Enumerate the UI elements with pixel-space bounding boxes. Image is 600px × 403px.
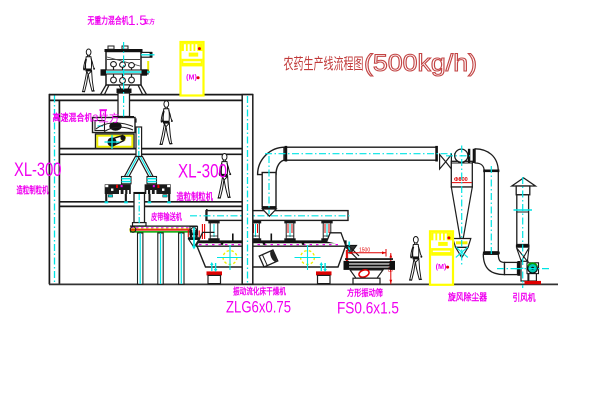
svg-text:高速混合机: 高速混合机 (53, 112, 93, 124)
svg-text:旋风除尘器: 旋风除尘器 (447, 292, 487, 304)
svg-text:XL-300: XL-300 (14, 160, 62, 181)
svg-text:造粒制粒机: 造粒制粒机 (17, 185, 49, 197)
svg-text:1500: 1500 (359, 248, 370, 254)
svg-text:1.5: 1.5 (128, 13, 147, 28)
svg-text:无重力混合机: 无重力混合机 (87, 15, 129, 27)
svg-text:Φ800: Φ800 (454, 177, 468, 183)
svg-text:振动流化床干燥机: 振动流化床干燥机 (233, 286, 286, 297)
svg-text:造粒制粒机: 造粒制粒机 (177, 191, 214, 203)
svg-text:3立方: 3立方 (93, 112, 120, 125)
svg-text:引风机: 引风机 (513, 292, 536, 304)
svg-text:立方: 立方 (143, 18, 155, 26)
svg-text:FS0.6x1.5: FS0.6x1.5 (337, 299, 399, 318)
svg-text:(500kg/h): (500kg/h) (364, 50, 477, 77)
svg-text:XL-300: XL-300 (178, 162, 227, 183)
svg-text:农药生产线流程图: 农药生产线流程图 (284, 55, 364, 73)
svg-text:方形振动筛: 方形振动筛 (347, 287, 383, 298)
svg-text:ZLG6x0.75: ZLG6x0.75 (226, 298, 291, 317)
svg-text:皮带输送机: 皮带输送机 (150, 211, 182, 222)
